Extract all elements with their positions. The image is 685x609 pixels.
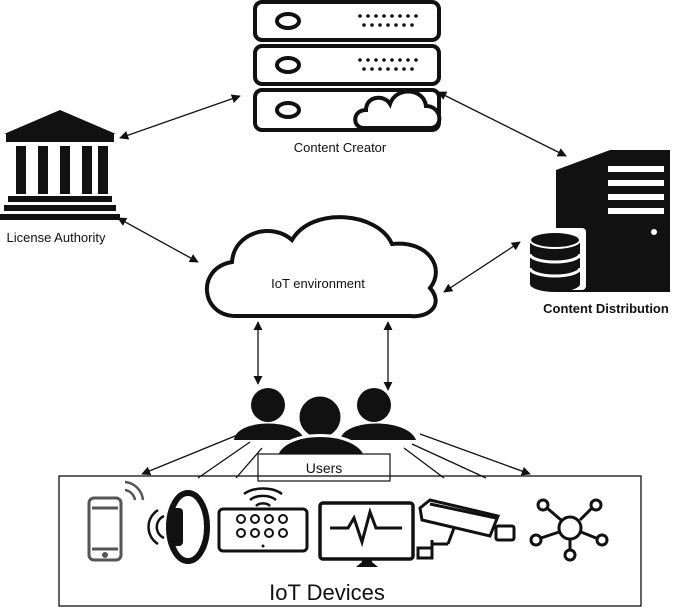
cloud-icon [204,215,438,319]
wearable-band-icon [147,490,210,564]
arrow-license-to-creator [119,94,241,140]
network-hub-icon [529,498,609,562]
license-authority-node: License Authority [0,110,120,245]
line-users-fan-4 [411,443,487,479]
user-group-icon [234,388,416,460]
smart-remote-icon [217,487,309,553]
content-distribution-node: Content Distribution [524,150,670,316]
content-creator-node: Content Creator [253,0,442,155]
line-users-fan-1 [197,441,251,479]
arrow-users-to-devices-left [141,433,241,476]
arrow-users-to-devices-right [419,433,531,476]
arrow-creator-to-distribution [437,91,567,157]
connectors [117,91,567,479]
iot-devices-label: IoT Devices [269,580,385,605]
line-users-fan-2 [235,447,263,479]
line-users-fan-3 [403,447,445,479]
license-authority-label: License Authority [6,230,106,245]
database-icon [524,228,586,292]
iot-environment-label: IoT environment [271,276,365,291]
arrow-iot-to-distribution [443,241,521,293]
server-stack-icon [253,0,441,132]
users-label: Users [306,460,343,476]
server-led-dots [358,14,418,71]
security-camera-icon [416,498,516,560]
iot-devices-node: IoT Devices [58,475,642,607]
server-cloud-icon [353,89,442,130]
government-building-icon [0,110,120,220]
content-distribution-label: Content Distribution [543,301,669,316]
smartphone-icon [87,480,145,562]
iot-environment-node: IoT environment [204,215,438,319]
users-node: Users [234,388,416,482]
arrow-license-to-iot [117,217,199,263]
heart-monitor-icon [318,501,415,567]
content-creator-label: Content Creator [294,140,387,155]
iot-devices-box [58,475,642,607]
